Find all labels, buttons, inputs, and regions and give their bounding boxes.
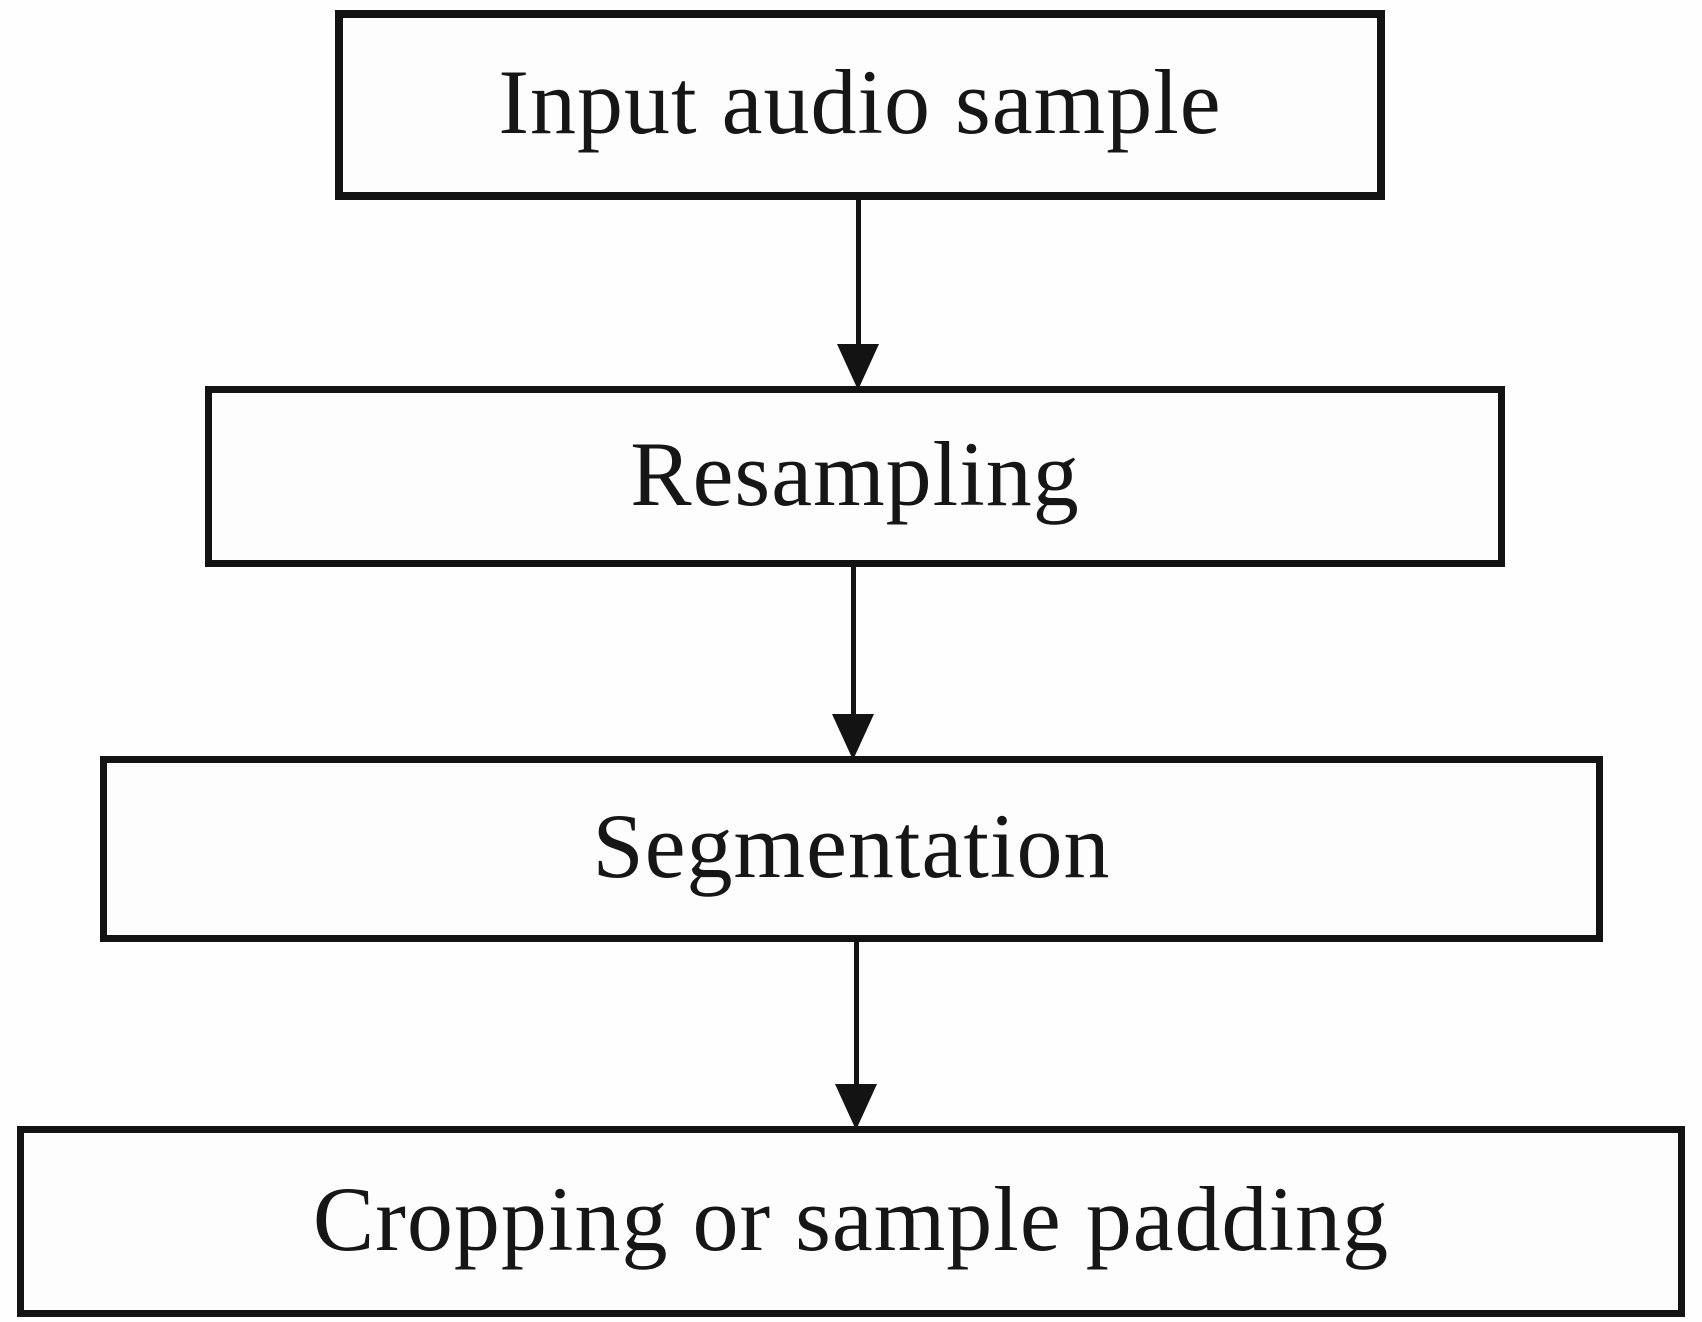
- flow-box-segmentation: Segmentation: [100, 756, 1603, 942]
- flow-box-label: Cropping or sample padding: [312, 1167, 1390, 1270]
- flow-arrow-down-2: [831, 565, 875, 760]
- arrow-head-icon: [835, 1084, 877, 1130]
- flow-box-resampling: Resampling: [205, 386, 1505, 567]
- arrow-shaft: [853, 940, 859, 1084]
- arrow-shaft: [850, 565, 856, 714]
- flow-box-label: Resampling: [630, 422, 1080, 525]
- arrow-shaft: [855, 198, 861, 344]
- arrow-head-icon: [837, 344, 879, 390]
- flow-box-cropping-or-sample-padding: Cropping or sample padding: [17, 1126, 1685, 1317]
- flow-arrow-down-3: [834, 940, 878, 1130]
- flow-arrow-down-1: [836, 198, 880, 390]
- flow-box-label: Segmentation: [592, 795, 1111, 897]
- flow-box-label: Input audio sample: [498, 51, 1222, 153]
- arrow-head-icon: [832, 714, 874, 760]
- flow-box-input-audio-sample: Input audio sample: [335, 10, 1385, 200]
